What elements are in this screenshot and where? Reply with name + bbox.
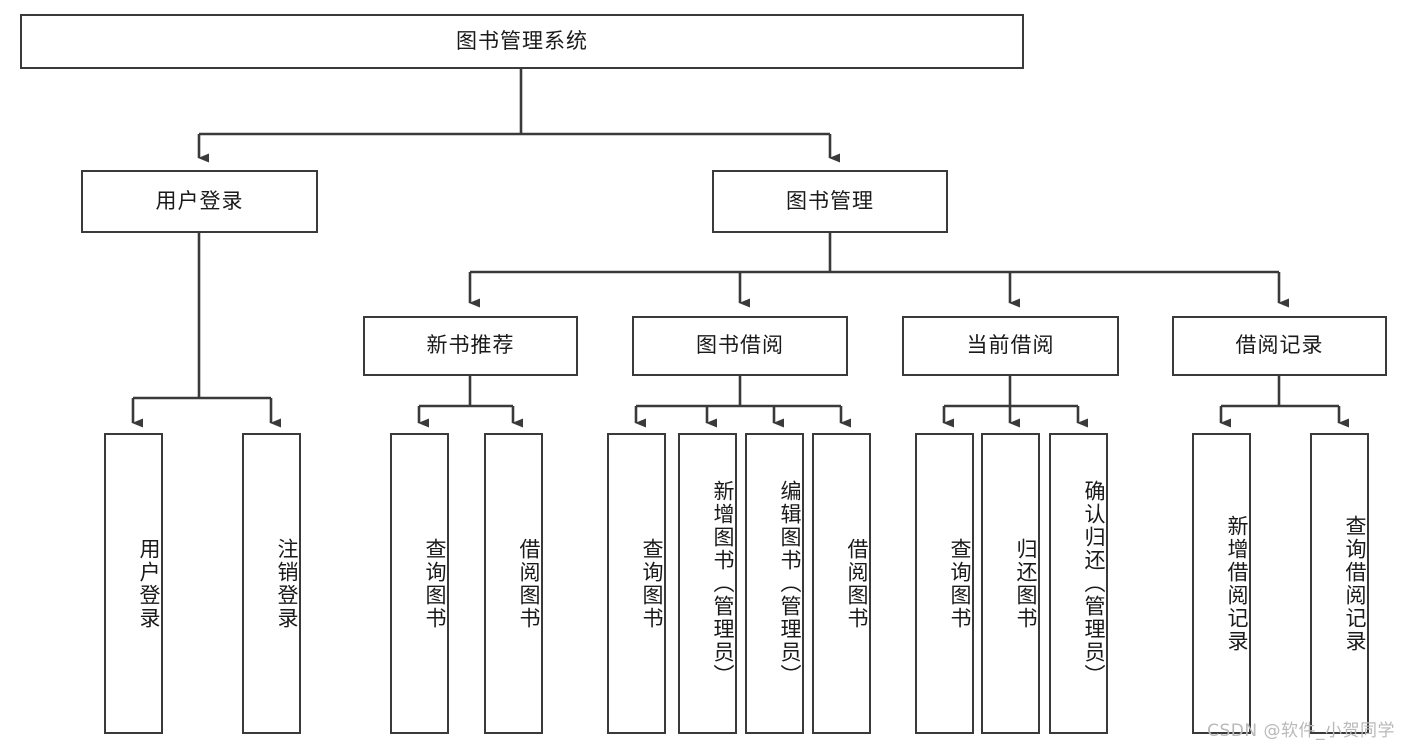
leaf-new-book-borrow-book[interactable]: 借阅图书 [484, 433, 543, 734]
node-label: 注销登录 [275, 537, 299, 630]
node-new-book-recommend[interactable]: 新书推荐 [363, 316, 578, 376]
node-label: 借阅记录 [1235, 333, 1324, 358]
node-root-book-management-system[interactable]: 图书管理系统 [20, 14, 1024, 69]
leaf-current-borrow-return-book[interactable]: 归还图书 [981, 433, 1040, 734]
node-user-login[interactable]: 用户登录 [81, 170, 318, 233]
leaf-book-borrow-add-book-admin[interactable]: 新增图书（管理员） [678, 433, 737, 734]
leaf-user-login-signin[interactable]: 用户登录 [104, 433, 163, 734]
node-current-borrow[interactable]: 当前借阅 [902, 316, 1119, 376]
node-label: 新增借阅记录 [1225, 514, 1249, 653]
node-label: 查询图书 [948, 537, 972, 630]
node-label: 查询借阅记录 [1343, 514, 1367, 653]
leaf-book-borrow-query-book[interactable]: 查询图书 [607, 433, 666, 734]
node-label: 确认归还（管理员） [1082, 480, 1106, 687]
node-label: 用户登录 [137, 537, 161, 630]
node-label: 借阅图书 [517, 537, 541, 630]
node-label: 新书推荐 [426, 333, 515, 358]
node-label: 归还图书 [1014, 537, 1038, 630]
leaf-book-borrow-borrow-book[interactable]: 借阅图书 [812, 433, 871, 734]
node-label: 用户登录 [155, 188, 244, 213]
node-book-borrow[interactable]: 图书借阅 [632, 316, 848, 376]
leaf-book-borrow-edit-book-admin[interactable]: 编辑图书（管理员） [745, 433, 804, 734]
node-label: 图书管理 [786, 188, 874, 213]
leaf-borrow-record-add-record[interactable]: 新增借阅记录 [1192, 433, 1251, 734]
leaf-new-book-query-book[interactable]: 查询图书 [390, 433, 449, 734]
node-label: 当前借阅 [966, 333, 1055, 358]
leaf-user-login-signout[interactable]: 注销登录 [242, 433, 301, 734]
node-label: 查询图书 [640, 537, 664, 630]
node-label: 图书管理系统 [456, 28, 588, 53]
node-label: 查询图书 [423, 537, 447, 630]
leaf-borrow-record-query-record[interactable]: 查询借阅记录 [1310, 433, 1369, 734]
csdn-watermark: CSDN @软件_小贺同学 [1207, 721, 1395, 741]
node-book-management[interactable]: 图书管理 [712, 170, 948, 233]
node-label: 图书借阅 [696, 333, 784, 358]
node-borrow-record[interactable]: 借阅记录 [1172, 316, 1387, 376]
leaf-current-borrow-confirm-return-admin[interactable]: 确认归还（管理员） [1049, 433, 1108, 734]
leaf-current-borrow-query-book[interactable]: 查询图书 [915, 433, 974, 734]
node-label: 借阅图书 [845, 537, 869, 630]
node-label: 新增图书（管理员） [711, 480, 735, 687]
node-label: 编辑图书（管理员） [778, 480, 802, 687]
